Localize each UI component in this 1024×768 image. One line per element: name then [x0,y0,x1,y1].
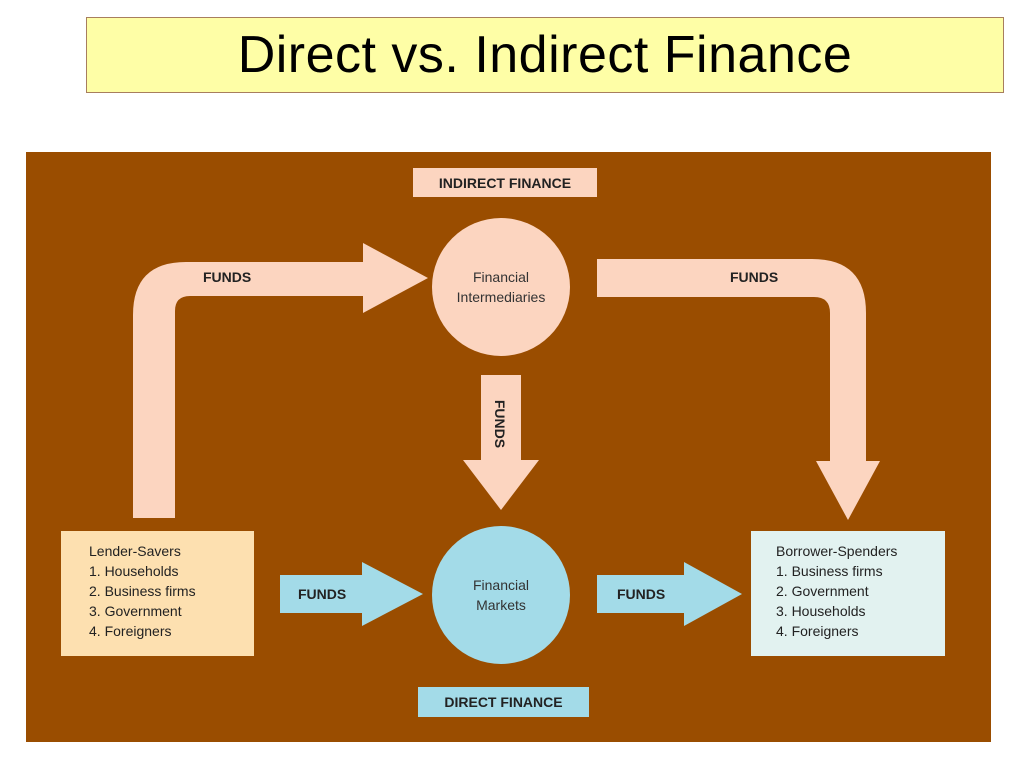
direct-finance-tag: DIRECT FINANCE [418,687,589,717]
slide-title: Direct vs. Indirect Finance [237,26,853,84]
markets-label-line1: Financial [472,577,530,593]
arrow-lenders-to-markets [280,562,423,626]
funds-label-intermediaries-borrowers: FUNDS [730,269,779,285]
financial-intermediaries-node: Financial Intermediaries [432,218,570,356]
borrower-item: 1. Business firms [776,563,883,579]
borrower-spenders-heading: Borrower-Spenders [776,543,898,559]
intermediaries-label-line1: Financial [472,269,530,285]
lender-item: 4. Foreigners [89,623,172,639]
lender-item: 3. Government [89,603,182,619]
funds-label-lenders-markets: FUNDS [298,586,347,602]
markets-label-line2: Markets [476,597,526,613]
indirect-finance-tag: INDIRECT FINANCE [413,168,597,197]
slide-title-box: Direct vs. Indirect Finance [86,17,1004,93]
arrow-intermediaries-to-markets [463,375,539,510]
funds-label-lenders-intermediaries: FUNDS [203,269,252,285]
arrow-markets-to-borrowers [597,562,742,626]
borrower-spenders-box: Borrower-Spenders 1. Business firms 2. G… [751,531,945,656]
borrower-item: 2. Government [776,583,869,599]
lender-savers-box: Lender-Savers 1. Households 2. Business … [61,531,254,656]
lender-savers-heading: Lender-Savers [89,543,181,559]
borrower-item: 4. Foreigners [776,623,859,639]
funds-label-vertical: FUNDS [492,399,509,449]
arrow-intermediaries-to-borrowers [597,259,880,520]
lender-item: 1. Households [89,563,179,579]
financial-markets-node: Financial Markets [432,526,570,664]
funds-label-markets-borrowers: FUNDS [617,586,666,602]
intermediaries-label-line2: Intermediaries [456,289,546,305]
arrow-lenders-to-intermediaries [133,243,428,518]
borrower-item: 3. Households [776,603,866,619]
lender-item: 2. Business firms [89,583,196,599]
